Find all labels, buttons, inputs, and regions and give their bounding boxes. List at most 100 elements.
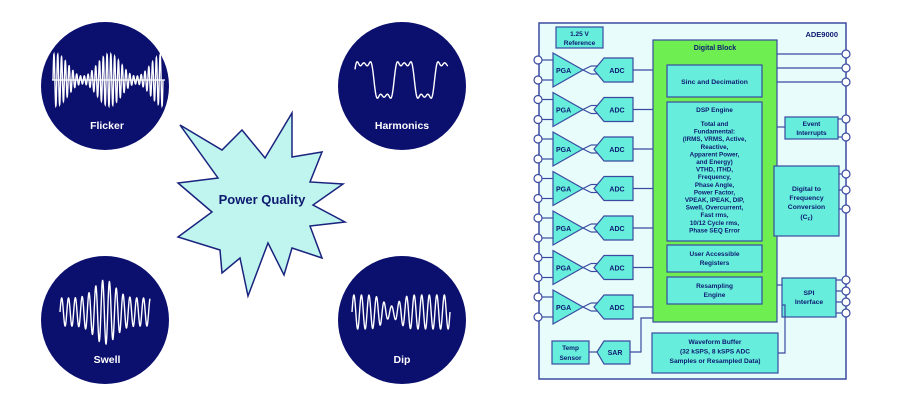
- dfc-line-4: (CF): [800, 214, 812, 222]
- adc-label: ADC: [609, 226, 624, 233]
- event-interrupts-line-2: Interrupts: [796, 130, 827, 137]
- pga-adc-link: [582, 148, 592, 154]
- input-pin: [533, 94, 543, 105]
- input-pin: [533, 272, 543, 283]
- pga-amplifier: [552, 288, 585, 326]
- pga-amplifier: [552, 249, 585, 286]
- dsp-feature-line: Apparent Power,: [690, 151, 740, 158]
- temp-sensor-line-2: Sensor: [559, 355, 582, 362]
- dfc-line-2: Frequency: [789, 195, 824, 202]
- flicker-label: Flicker: [90, 120, 124, 132]
- spi-block: SPI Interface: [781, 277, 842, 318]
- spi-box: [781, 277, 837, 318]
- input-pin: [533, 173, 543, 184]
- output-pin: [841, 275, 851, 285]
- pga-adc-link: [582, 266, 592, 273]
- spi-line-1: SPI: [804, 290, 815, 297]
- dsp-feature-line: Swell, Overcurrent,: [686, 205, 744, 212]
- power-quality-title: Power Quality: [219, 192, 306, 207]
- input-pin: [533, 134, 543, 144]
- swell-waveform: [59, 279, 151, 346]
- pga-adc-link: [582, 227, 592, 233]
- user-registers-line-1: User Accessible: [690, 251, 740, 258]
- dip-label: Dip: [394, 354, 411, 366]
- pga-adc-link: [582, 262, 592, 269]
- pga-adc-row: PGA ADC: [533, 288, 653, 326]
- dfc-line-3: Conversion: [788, 204, 825, 211]
- input-pin: [533, 292, 543, 302]
- dsp-engine-box: [666, 101, 763, 242]
- flicker-event: Flicker: [41, 22, 169, 150]
- dsp-feature-line: Phase Angle,: [695, 182, 735, 189]
- dip-event: Dip: [338, 256, 466, 384]
- adc-label: ADC: [609, 147, 624, 154]
- swell-label: Swell: [94, 354, 121, 366]
- harmonics-label: Harmonics: [375, 120, 429, 132]
- temp-sar-path: Temp Sensor SAR: [551, 317, 653, 365]
- dip-waveform: [351, 294, 451, 330]
- pga-label: PGA: [556, 147, 571, 154]
- dfc-line-1: Digital to: [792, 186, 821, 193]
- input-pin: [533, 55, 543, 65]
- buffer-to-spi-line: [778, 304, 786, 354]
- waveform-buffer-line-2: (32 kSPS, 8 kSPS ADC: [680, 349, 750, 356]
- reference-block: 1.25 V Reference: [555, 26, 604, 49]
- adc-label: ADC: [609, 266, 624, 273]
- pga-adc-row: PGA ADC: [533, 209, 653, 247]
- sar-to-digital-line: [630, 317, 653, 353]
- output-pin: [841, 114, 851, 124]
- pga-amplifier: [552, 170, 585, 207]
- pga-adc-link: [582, 187, 592, 194]
- reference-box: [555, 26, 604, 49]
- input-pin: [533, 213, 543, 223]
- power-quality-starburst: [176, 110, 348, 299]
- dsp-feature-line: (IRMS, VRMS, Active,: [683, 136, 747, 143]
- output-pin: [841, 308, 851, 318]
- pga-label: PGA: [556, 305, 571, 312]
- input-pin: [533, 154, 543, 164]
- digital-block: Digital Block Sinc and Decimation DSP En…: [652, 39, 778, 323]
- pga-adc-row: PGA ADC: [533, 130, 653, 168]
- pga-adc-link: [582, 144, 592, 150]
- sinc-decimation-label: Sinc and Decimation: [681, 79, 748, 86]
- pga-adc-link: [582, 306, 592, 312]
- dsp-feature-line: Phase SEQ Error: [689, 227, 740, 234]
- event-interrupts-box: [784, 116, 839, 140]
- waveform-buffer-line-3: Samples or Resampled Data): [670, 358, 761, 365]
- dsp-feature-line: VPEAK, IPEAK, DIP,: [685, 197, 745, 204]
- pga-amplifier: [552, 130, 585, 168]
- resampling-engine-box: [666, 276, 763, 305]
- sinc-decimation-box: [666, 64, 763, 98]
- right-pins: [841, 49, 851, 318]
- input-pin: [533, 193, 543, 204]
- dsp-feature-line: Fundamental:: [694, 129, 735, 136]
- pga-amplifier: [552, 209, 585, 247]
- adc-label: ADC: [609, 108, 624, 115]
- output-pin: [841, 77, 851, 87]
- adc-label: ADC: [609, 305, 624, 312]
- input-pin: [533, 75, 543, 85]
- dsp-feature-line: Frequency,: [698, 174, 731, 181]
- temp-sensor-line-1: Temp: [562, 345, 579, 352]
- input-pin: [533, 312, 543, 322]
- pga-adc-link: [582, 65, 592, 71]
- dfc-box: [773, 165, 840, 237]
- dsp-feature-line: and Energy): [696, 159, 732, 166]
- waveform-buffer-block: Waveform Buffer (32 kSPS, 8 kSPS ADC Sam…: [651, 304, 786, 374]
- pga-amplifier: [552, 91, 585, 128]
- spi-line-2: Interface: [795, 299, 824, 306]
- swell-event: Swell: [41, 256, 169, 384]
- reference-line-2: Reference: [564, 40, 596, 47]
- dsp-feature-line: VTHD, ITHD,: [696, 167, 733, 174]
- dsp-feature-line: Power Factor,: [694, 189, 736, 196]
- pga-adc-link: [582, 69, 592, 75]
- pga-adc-link: [582, 108, 592, 115]
- pga-label: PGA: [556, 226, 571, 233]
- pga-adc-link: [582, 104, 592, 111]
- dfc-block: Digital to Frequency Conversion (CF): [773, 165, 842, 237]
